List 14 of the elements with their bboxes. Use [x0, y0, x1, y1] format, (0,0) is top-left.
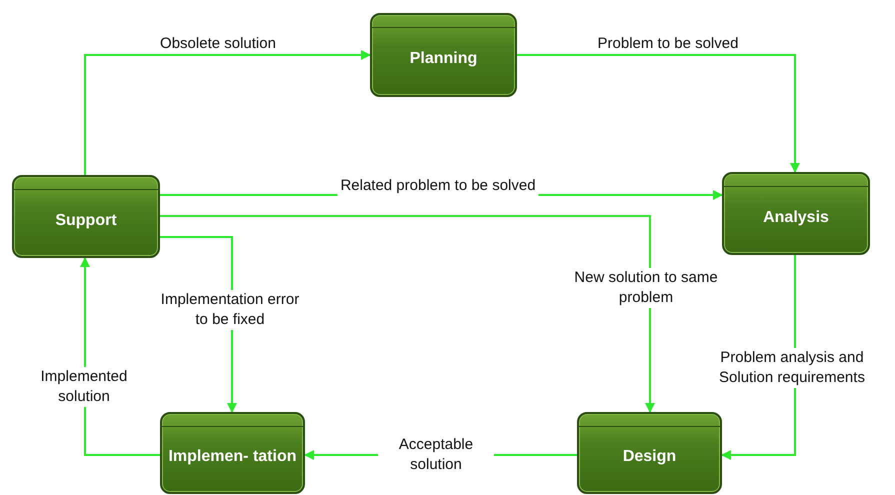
node-label: Analysis: [763, 208, 829, 228]
process-box: [12, 175, 160, 258]
arrow: [84, 50, 371, 175]
process-box: [577, 412, 722, 494]
node-label: Implemen- tation: [168, 447, 296, 467]
arrow: [160, 215, 655, 413]
process-box: [160, 412, 305, 494]
node-label: Support: [55, 210, 117, 230]
node-label: Planning: [410, 49, 478, 69]
process-box: [370, 13, 517, 97]
edge-label: Related problem to be solved: [337, 176, 539, 196]
node-label: Design: [622, 447, 676, 467]
process-box: [722, 172, 870, 255]
arrow: [517, 54, 800, 173]
